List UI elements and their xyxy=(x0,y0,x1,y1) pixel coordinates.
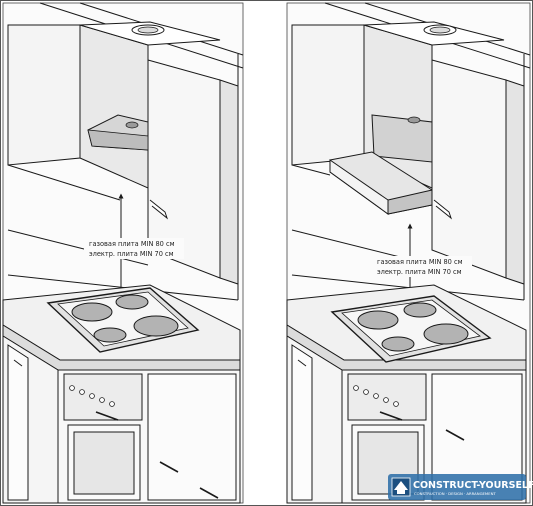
right-cabinet-handle xyxy=(433,199,453,220)
right-burner-front-left xyxy=(381,336,415,352)
watermark-subtitle: CONSTRUCTION · DESIGN · ARRANGEMENT xyxy=(414,491,496,496)
left-burner-back-right xyxy=(115,294,149,310)
right-label-gas: газовая плита MIN 80 см xyxy=(377,258,463,266)
left-cooktop xyxy=(46,287,200,353)
left-burner-front-left xyxy=(93,327,127,343)
right-burner-back-right xyxy=(403,302,437,318)
left-panel: газовая плита MIN 80 см электр. плита MI… xyxy=(2,2,244,504)
left-range-hood xyxy=(87,114,149,151)
right-cooktop xyxy=(330,295,492,363)
right-right-cabinet xyxy=(431,59,525,285)
right-base-cabinets xyxy=(286,335,527,504)
left-base-cabinets xyxy=(2,335,241,504)
right-oven-knobs xyxy=(353,385,399,407)
left-cabinet-handle xyxy=(149,199,169,220)
left-right-cabinet xyxy=(147,59,239,285)
right-panel: газовая плита MIN 80 см электр. плита MI… xyxy=(286,2,533,504)
left-oven-knobs xyxy=(69,385,115,407)
watermark-logo-icon xyxy=(391,477,411,497)
left-label-gas: газовая плита MIN 80 см xyxy=(89,240,175,248)
left-label-electric: электр. плита MIN 70 см xyxy=(89,250,174,258)
left-burner-back-left xyxy=(71,302,113,322)
watermark: CONSTRUCT-YOURSELF CONSTRUCTION · DESIGN… xyxy=(388,474,533,500)
left-burner-front-right xyxy=(133,315,179,337)
right-label-electric: электр. плита MIN 70 см xyxy=(377,268,462,276)
right-burner-back-left xyxy=(357,310,399,330)
right-telescopic-hood xyxy=(329,114,433,215)
watermark-title: CONSTRUCT-YOURSELF xyxy=(413,480,533,491)
right-burner-front-right xyxy=(423,323,469,345)
